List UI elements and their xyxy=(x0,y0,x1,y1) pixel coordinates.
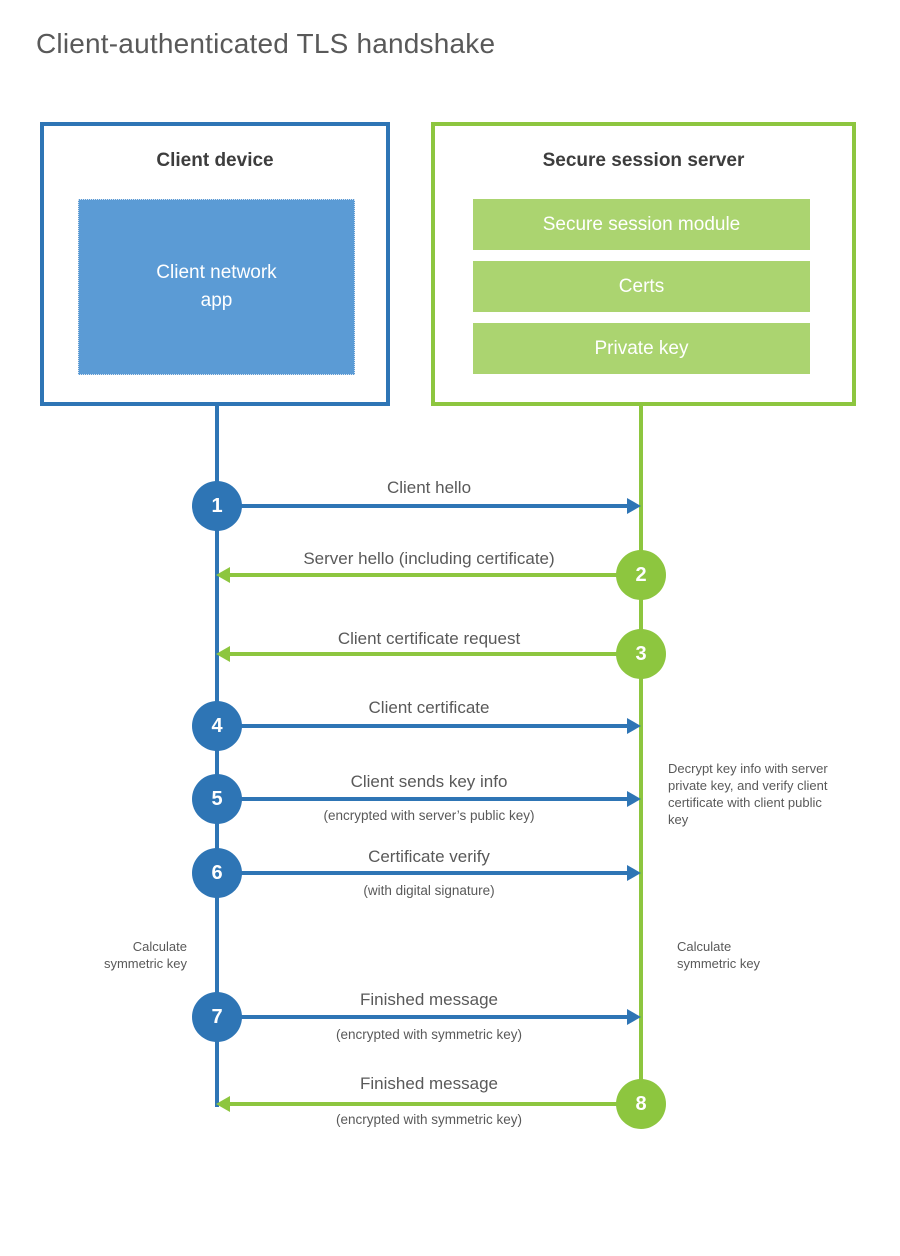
message-5-arrow xyxy=(217,797,627,801)
message-4-arrow xyxy=(217,724,627,728)
message-8-arrow xyxy=(230,1102,641,1106)
server-lifeline xyxy=(639,405,643,1128)
step-6-circle: 6 xyxy=(192,848,242,898)
step-8-circle: 8 xyxy=(616,1079,666,1129)
message-6-sublabel: (with digital signature) xyxy=(363,883,495,898)
step-3-circle: 3 xyxy=(616,629,666,679)
arrowhead-right-icon xyxy=(627,865,641,881)
client-device-title: Client device xyxy=(156,150,274,171)
arrowhead-left-icon xyxy=(216,646,230,662)
calc-symmetric-key-left: Calculate symmetric key xyxy=(103,939,187,971)
server-box: Secure session server Secure session mod… xyxy=(431,122,856,406)
message-2-label: Server hello (including certificate) xyxy=(303,549,555,568)
arrowhead-right-icon xyxy=(627,498,641,514)
client-network-app-box: Client network app xyxy=(78,199,355,375)
arrowhead-left-icon xyxy=(216,1096,230,1112)
server-module-bar-secure-session: Secure session module xyxy=(473,199,810,250)
step-5-circle: 5 xyxy=(192,774,242,824)
message-2-arrow xyxy=(230,573,641,577)
step-2-circle: 2 xyxy=(616,550,666,600)
message-7-sublabel: (encrypted with symmetric key) xyxy=(335,1027,523,1042)
message-8-label: Finished message xyxy=(360,1074,498,1093)
step-4-circle: 4 xyxy=(192,701,242,751)
message-5-sublabel: (encrypted with server’s public key) xyxy=(323,808,535,823)
arrowhead-right-icon xyxy=(627,718,641,734)
message-1-arrow xyxy=(217,504,627,508)
client-lifeline xyxy=(215,405,219,1107)
message-1-label: Client hello xyxy=(386,478,472,497)
arrowhead-right-icon xyxy=(627,791,641,807)
message-4-label: Client certificate xyxy=(368,698,490,717)
message-8-sublabel: (encrypted with symmetric key) xyxy=(335,1112,523,1127)
calc-symmetric-key-right: Calculate symmetric key xyxy=(677,939,761,971)
arrowhead-left-icon xyxy=(216,567,230,583)
message-6-label: Certificate verify xyxy=(368,847,490,866)
server-module-bar-certs: Certs xyxy=(473,261,810,312)
message-7-arrow xyxy=(217,1015,627,1019)
message-7-label: Finished message xyxy=(360,990,498,1009)
page-title: Client-authenticated TLS handshake xyxy=(36,28,496,59)
message-3-label: Client certificate request xyxy=(337,629,521,648)
decrypt-key-note: Decrypt key info with server private key… xyxy=(668,761,828,827)
client-device-box: Client device Client network app xyxy=(40,122,390,406)
message-6-arrow xyxy=(217,871,627,875)
server-module-bar-private-key: Private key xyxy=(473,323,810,374)
step-1-circle: 1 xyxy=(192,481,242,531)
arrowhead-right-icon xyxy=(627,1009,641,1025)
message-5-label: Client sends key info xyxy=(350,772,508,791)
step-7-circle: 7 xyxy=(192,992,242,1042)
server-title: Secure session server xyxy=(542,150,745,171)
client-network-app-label: Client network app xyxy=(156,261,277,312)
message-3-arrow xyxy=(230,652,641,656)
